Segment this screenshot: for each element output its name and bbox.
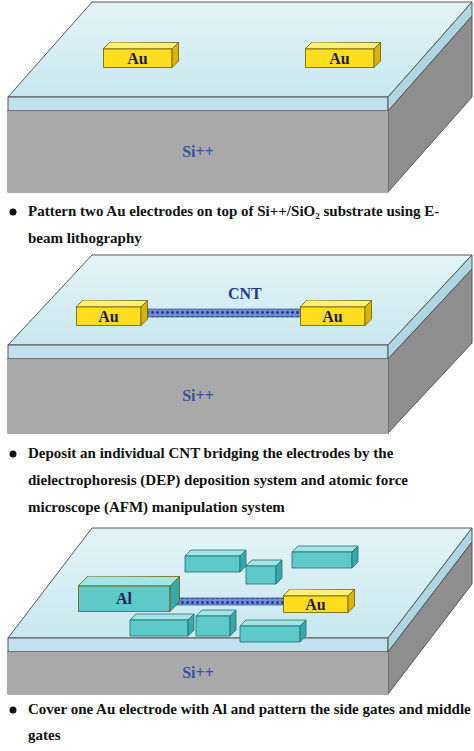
substrate-layer: Si++ (8, 359, 388, 433)
node-label: Si++ (8, 359, 388, 433)
gate-electrode (230, 610, 236, 636)
node-label: Au (103, 42, 179, 68)
gate-electrode (246, 566, 276, 584)
gate-electrode (276, 560, 282, 584)
gate-electrode (188, 614, 194, 636)
substrate-layer: Si++ (8, 652, 388, 694)
gate-electrode (240, 550, 246, 572)
gate-electrode (130, 614, 194, 620)
electrode: Au (103, 42, 179, 68)
gate-electrode (130, 620, 188, 636)
gate-electrode (352, 546, 358, 568)
gate-electrode (300, 620, 306, 642)
electrode: Au (300, 300, 372, 326)
node-label: Au (76, 300, 148, 326)
node-label: Al (78, 576, 180, 612)
gate-electrode (196, 610, 236, 616)
gate-electrode (196, 616, 230, 636)
electrode: Au (283, 589, 355, 613)
step-caption: Deposit an individual CNT bridging the e… (28, 440, 472, 521)
node-label: Au (300, 300, 372, 326)
node-label: Si++ (8, 652, 388, 694)
gate-electrode (185, 556, 240, 572)
gate-electrode (292, 546, 358, 552)
node-label: Si++ (8, 111, 388, 192)
node-label: Au (283, 589, 355, 613)
gate-electrode (240, 620, 306, 626)
step-caption: Pattern two Au electrodes on top of Si++… (28, 198, 472, 252)
electrode: Al (78, 576, 180, 612)
node-label: Au (305, 42, 381, 68)
part-label: CNT (226, 285, 264, 303)
electrode: Au (76, 300, 148, 326)
gate-electrode (185, 550, 246, 556)
substrate-layer: Si++ (8, 111, 388, 192)
electrode: Au (305, 42, 381, 68)
gate-electrode (292, 552, 352, 568)
gate-electrode (240, 626, 300, 642)
step-caption: Cover one Au electrode with Al and patte… (28, 696, 472, 748)
